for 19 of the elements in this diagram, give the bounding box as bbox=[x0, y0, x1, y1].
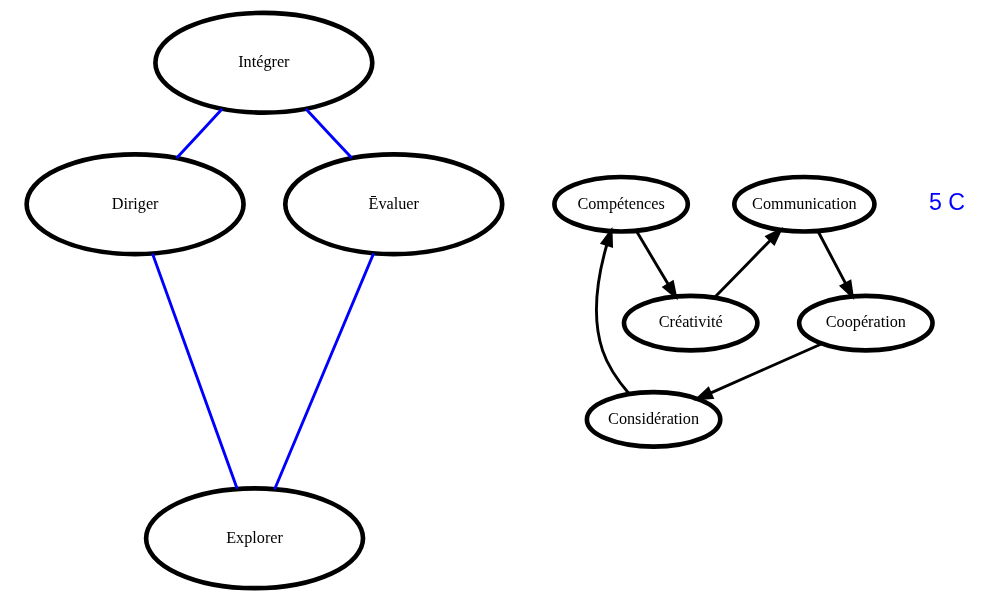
node-ellipse: Créativité bbox=[621, 293, 760, 353]
connector bbox=[150, 253, 239, 490]
connector bbox=[175, 108, 223, 160]
node-ellipse: Considération bbox=[584, 389, 723, 449]
node-ellipse: Communication bbox=[731, 174, 877, 234]
node-ellipse: Diriger bbox=[23, 152, 246, 257]
connector bbox=[304, 108, 353, 160]
node-ellipse: Intégrer bbox=[152, 10, 375, 115]
node-ellipse: Ēvaluer bbox=[282, 152, 505, 257]
node-ellipse: Compétences bbox=[551, 174, 690, 234]
arrow bbox=[634, 230, 678, 301]
label: 5 C bbox=[928, 189, 965, 216]
connector bbox=[272, 252, 375, 490]
arrow bbox=[713, 226, 783, 299]
node-ellipse: Coopération bbox=[796, 293, 935, 353]
arrow bbox=[594, 227, 630, 395]
arrow bbox=[693, 342, 822, 401]
node-ellipse: Explorer bbox=[143, 486, 365, 591]
arrow bbox=[816, 230, 854, 301]
